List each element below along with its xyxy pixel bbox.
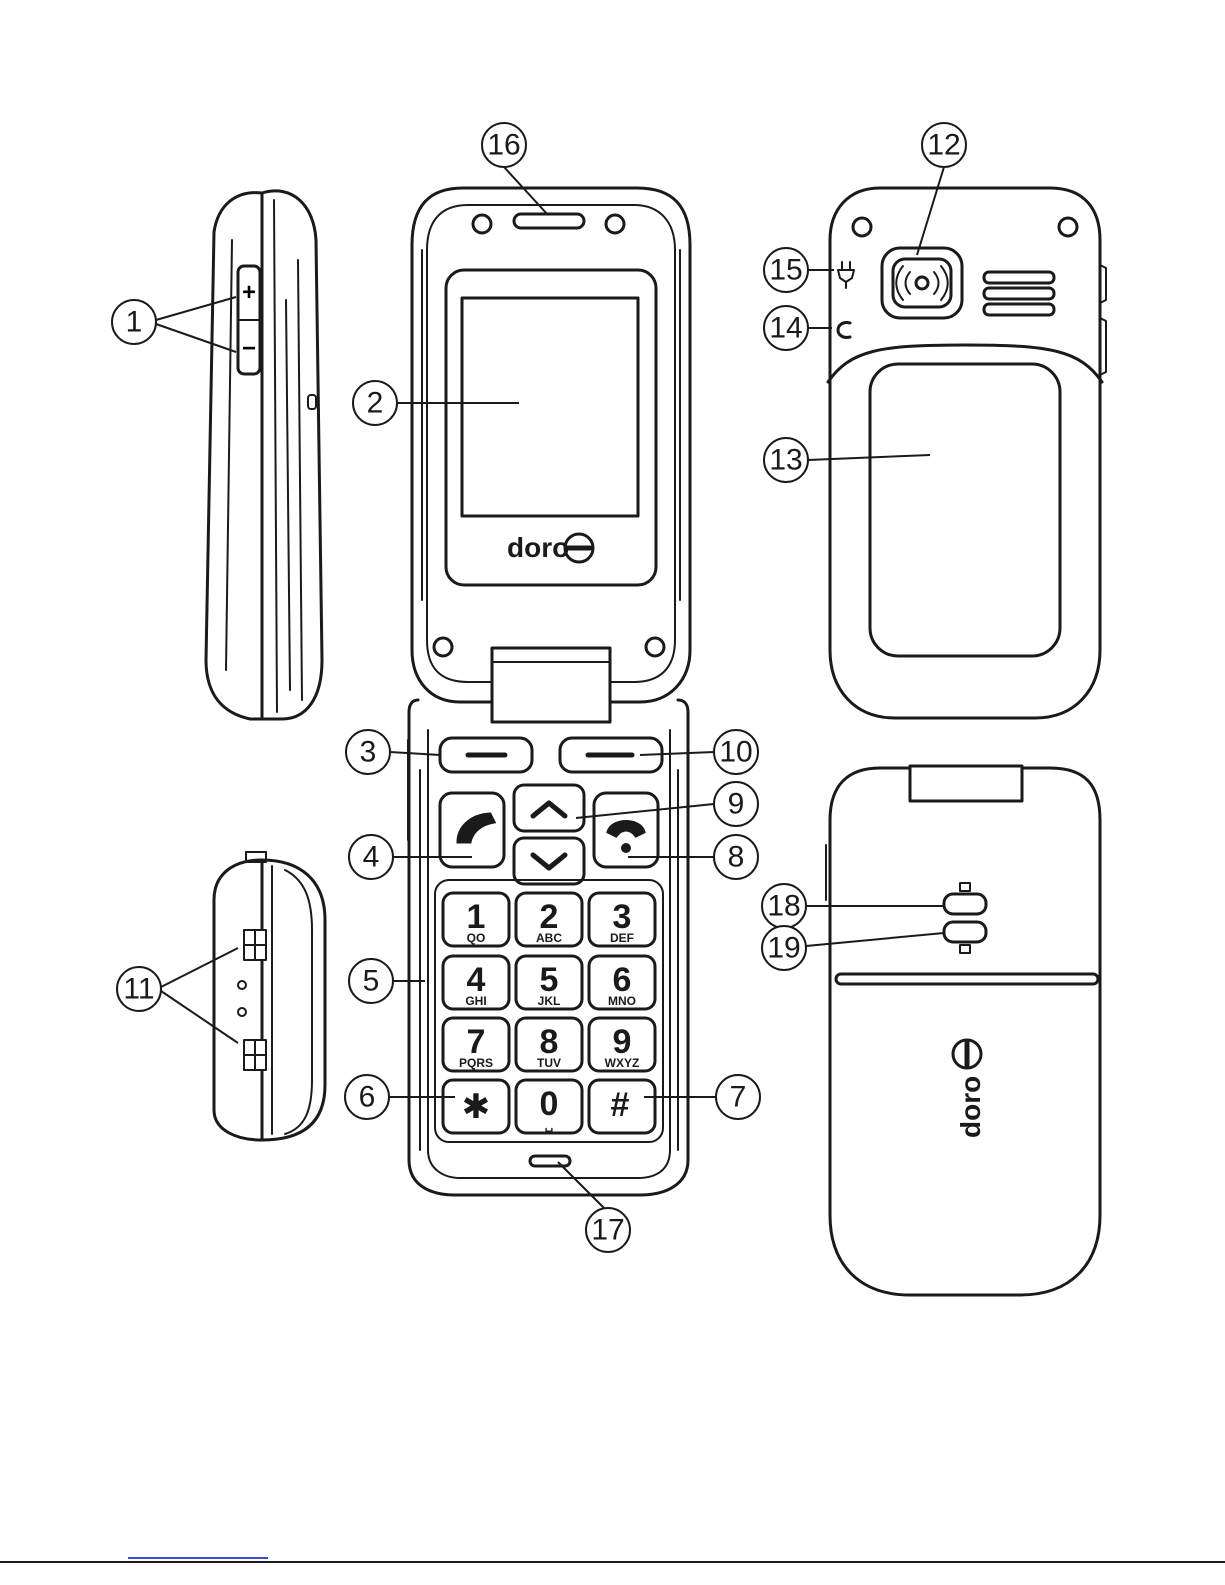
key-9-letters: WXYZ [605, 1056, 640, 1070]
nav-up-chevron-icon [533, 803, 565, 816]
svg-text:3: 3 [360, 736, 377, 769]
key-star-symbol: ✱ [462, 1088, 491, 1126]
nav-down-chevron-icon [533, 855, 565, 868]
callout-5: 5 [349, 959, 393, 1003]
footer-link-underline[interactable] [128, 1557, 268, 1559]
callout-3: 3 [346, 730, 390, 774]
callout-14: 14 [764, 306, 808, 350]
callout-1: 1 [112, 300, 156, 344]
callout-12: 12 [922, 123, 966, 167]
front-view-open: doro 1 [408, 188, 690, 1195]
key-8-letters: TUV [537, 1056, 561, 1070]
volume-minus-symbol: − [242, 335, 256, 362]
back-logo-text: doro [955, 1076, 986, 1138]
front-logo-text: doro [507, 532, 569, 563]
svg-text:18: 18 [767, 890, 800, 923]
side-view-left: + − [206, 191, 322, 719]
back-view-open [828, 188, 1106, 718]
headset-jack-icon [838, 323, 850, 338]
key-4-letters: GHI [465, 994, 486, 1008]
callout-10: 10 [714, 730, 758, 774]
callout-6: 6 [345, 1075, 389, 1119]
key-6-letters: MNO [608, 994, 636, 1008]
svg-text:1: 1 [126, 306, 143, 339]
svg-text:12: 12 [927, 129, 960, 162]
svg-text:11: 11 [123, 973, 154, 1006]
footer-rule [0, 1561, 1225, 1563]
svg-text:7: 7 [730, 1081, 747, 1114]
svg-text:14: 14 [769, 312, 802, 345]
svg-text:8: 8 [728, 841, 745, 874]
key-hash-symbol: # [611, 1086, 630, 1124]
svg-text:16: 16 [487, 129, 520, 162]
callout-18: 18 [762, 884, 806, 928]
key-5-letters: JKL [538, 994, 561, 1008]
callout-2: 2 [353, 381, 397, 425]
svg-text:19: 19 [767, 932, 800, 965]
call-key-handset-icon [458, 814, 494, 842]
svg-text:4: 4 [363, 841, 380, 874]
charger-plug-icon [838, 262, 854, 288]
key-7-letters: PQRS [459, 1056, 493, 1070]
volume-plus-symbol: + [242, 279, 256, 306]
svg-text:10: 10 [719, 736, 752, 769]
key-1-letters: QO [467, 931, 486, 945]
svg-text:5: 5 [363, 965, 380, 998]
svg-text:17: 17 [591, 1214, 624, 1247]
svg-text:15: 15 [769, 254, 802, 287]
key-0-letters: ␣ [545, 1118, 554, 1132]
svg-text:9: 9 [728, 788, 745, 821]
key-3-letters: DEF [610, 931, 634, 945]
end-key-hangup-icon [608, 822, 644, 837]
keypad: 1 QO 2 ABC 3 DEF 4 GHI 5 JKL 6 MNO 7 PQR… [443, 893, 655, 1133]
callout-8: 8 [714, 835, 758, 879]
callout-19: 19 [762, 926, 806, 970]
callout-13: 13 [764, 438, 808, 482]
callout-11: 11 [117, 967, 161, 1011]
callout-7: 7 [716, 1075, 760, 1119]
back-view-closed: doro [826, 766, 1100, 1295]
callout-4: 4 [349, 835, 393, 879]
callout-9: 9 [714, 782, 758, 826]
callout-17: 17 [586, 1208, 630, 1252]
svg-text:13: 13 [769, 444, 802, 477]
svg-text:6: 6 [359, 1081, 376, 1114]
svg-text:2: 2 [367, 387, 384, 420]
bottom-edge-view [214, 852, 325, 1140]
callout-15: 15 [764, 248, 808, 292]
key-2-letters: ABC [536, 931, 562, 945]
callout-16: 16 [482, 123, 526, 167]
